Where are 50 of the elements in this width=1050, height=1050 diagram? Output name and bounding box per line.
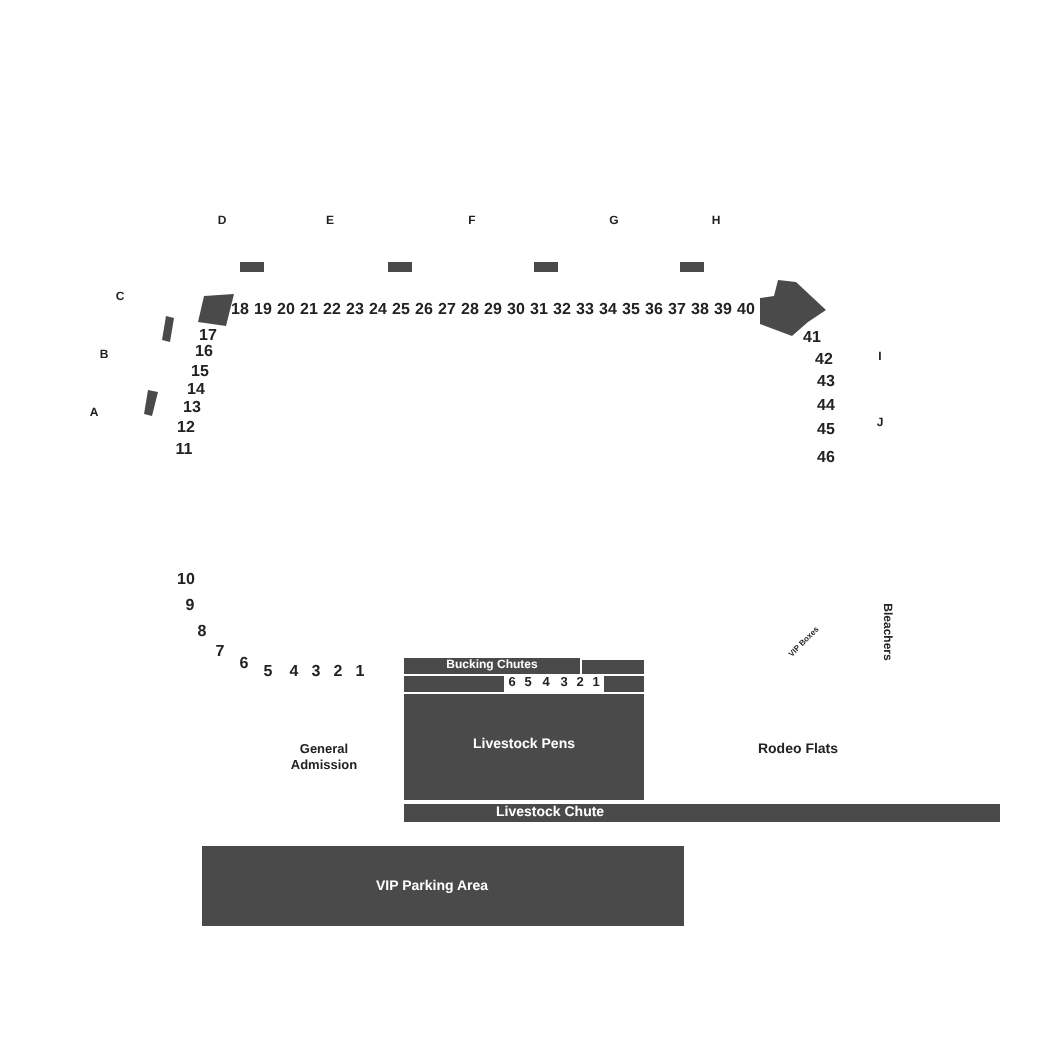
seat-number: 35: [622, 302, 640, 318]
chute-lane: [404, 804, 1000, 822]
seat-number: 40: [737, 302, 755, 318]
parking-area: [202, 846, 684, 926]
seat-number: 24: [369, 302, 387, 318]
seat-number: 42: [815, 352, 833, 368]
seat-number: 38: [691, 302, 709, 318]
seat-number: 2: [333, 664, 343, 680]
seat-number: 27: [438, 302, 456, 318]
seat-number: 14: [187, 382, 205, 398]
seat-number: 29: [484, 302, 502, 318]
seat-number: 30: [507, 302, 525, 318]
seat-number: 26: [415, 302, 433, 318]
seat-number: 21: [300, 302, 318, 318]
seat-number: 37: [668, 302, 686, 318]
seat-number: 8: [197, 624, 207, 640]
seat-number: 33: [576, 302, 594, 318]
seat-number: 39: [714, 302, 732, 318]
seat-number: 13: [183, 400, 201, 416]
seat-number: 22: [323, 302, 341, 318]
seat-number: 3: [311, 664, 321, 680]
seat-number: 43: [817, 374, 835, 390]
seat-number: 23: [346, 302, 364, 318]
seat-number: 20: [277, 302, 295, 318]
seat-number: 18: [231, 302, 249, 318]
seat-number: 11: [175, 442, 193, 458]
seat-number: 31: [530, 302, 548, 318]
seat-number: 46: [817, 450, 835, 466]
seat-number: 17: [199, 328, 217, 344]
seat-number: 28: [461, 302, 479, 318]
pen-area: [404, 694, 644, 800]
seat-number: 12: [177, 420, 195, 436]
seat-number: 34: [599, 302, 617, 318]
seat-number: 32: [553, 302, 571, 318]
seat-number: 19: [254, 302, 272, 318]
seat-number: 6: [239, 656, 249, 672]
seat-number: 25: [392, 302, 410, 318]
seat-number: 41: [803, 330, 821, 346]
seat-number: 45: [817, 422, 835, 438]
seat-number: 15: [191, 364, 209, 380]
seat-number: 7: [215, 644, 225, 660]
seat-number: 36: [645, 302, 663, 318]
seat-number: 16: [195, 344, 213, 360]
seat-number: 44: [817, 398, 835, 414]
seat-number: 9: [185, 598, 195, 614]
seat-number: 4: [289, 664, 299, 680]
seat-number: 5: [263, 664, 273, 680]
seat-number: 10: [177, 572, 195, 588]
chute-area: [404, 658, 580, 674]
seat-number: 1: [355, 664, 365, 680]
